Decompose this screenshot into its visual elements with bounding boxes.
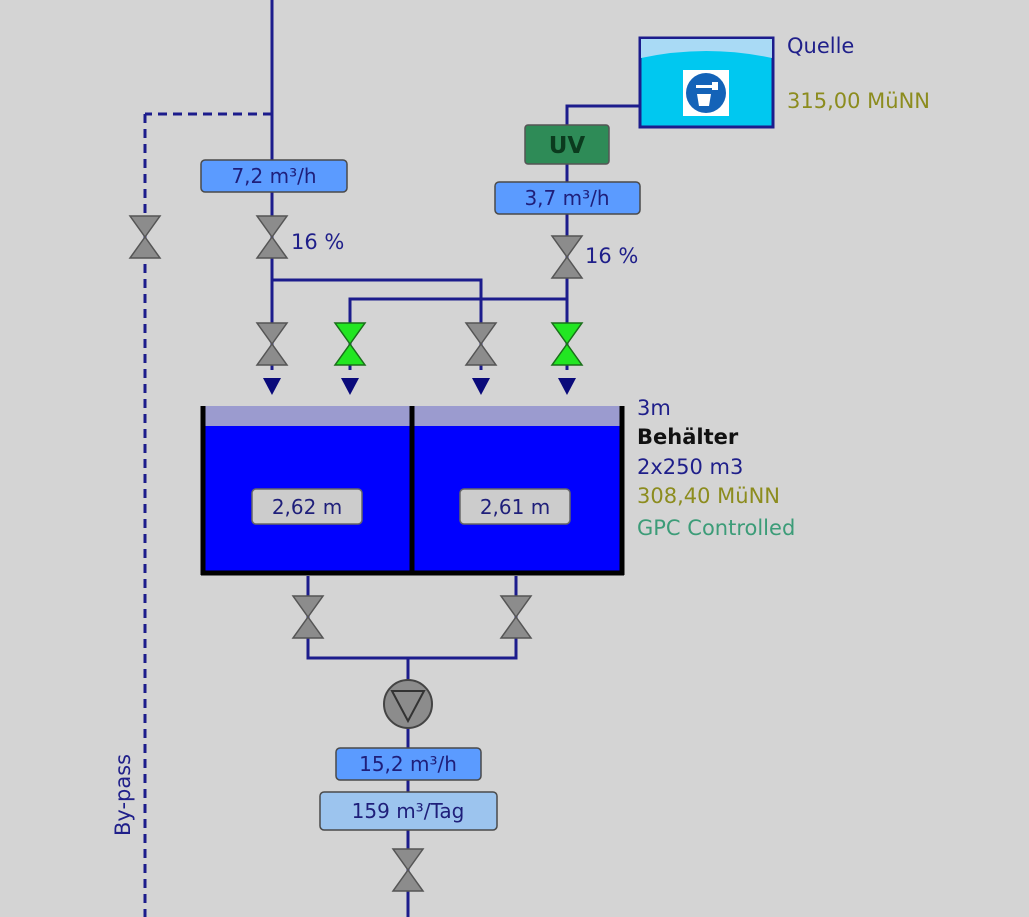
valve-outlet-left[interactable] xyxy=(291,595,325,639)
valve-right-control[interactable] xyxy=(550,235,584,279)
bypass-valve[interactable] xyxy=(128,215,162,259)
flow-box-outlet[interactable]: 15,2 m³/h xyxy=(335,747,482,781)
source-label: Quelle xyxy=(787,34,854,58)
valve-left-control[interactable] xyxy=(255,215,289,259)
uv-unit[interactable]: UV xyxy=(524,124,610,165)
pipe-right-header xyxy=(348,297,567,370)
tank-elevation: 308,40 MüNN xyxy=(637,484,780,508)
tank-height: 3m xyxy=(637,396,671,420)
uv-label: UV xyxy=(549,133,586,159)
flow-inlet-right-value: 3,7 m³/h xyxy=(524,186,609,210)
chamber-right-level: 2,61 m xyxy=(480,495,550,519)
pipe-left-header xyxy=(272,278,483,370)
tank-capacity: 2x250 m3 xyxy=(637,455,743,479)
flow-inlet-left-value: 7,2 m³/h xyxy=(231,164,316,188)
inlet-arrow-3 xyxy=(472,378,490,395)
valve-inlet-1[interactable] xyxy=(255,322,289,366)
water-tap-icon-badge xyxy=(686,73,726,113)
tank-control-mode: GPC Controlled xyxy=(637,516,795,540)
inlet-arrow-2 xyxy=(341,378,359,395)
bypass-label: By-pass xyxy=(111,754,135,836)
valve-inlet-2[interactable] xyxy=(333,322,367,366)
chamber-left-level-box[interactable]: 2,62 m xyxy=(251,488,363,525)
pump[interactable] xyxy=(383,679,433,729)
pipe-outlet-collector xyxy=(306,576,518,660)
flow-outlet-value: 15,2 m³/h xyxy=(359,752,457,776)
source-reservoir[interactable] xyxy=(638,36,775,129)
chamber-right-level-box[interactable]: 2,61 m xyxy=(459,488,571,525)
valve-inlet-3[interactable] xyxy=(464,322,498,366)
valve-outlet-right[interactable] xyxy=(499,595,533,639)
pump-icon xyxy=(390,690,426,724)
source-elevation: 315,00 MüNN xyxy=(787,89,930,113)
flow-box-inlet-right[interactable]: 3,7 m³/h xyxy=(494,181,641,215)
pipe-source-uv xyxy=(565,104,640,125)
tank-title: Behälter xyxy=(637,425,739,449)
flow-box-inlet-left[interactable]: 7,2 m³/h xyxy=(200,159,348,193)
flow-box-outlet-daily[interactable]: 159 m³/Tag xyxy=(319,791,498,831)
valve-right-opening: 16 % xyxy=(585,244,638,268)
valve-left-opening: 16 % xyxy=(291,230,344,254)
chamber-left-level: 2,62 m xyxy=(272,495,342,519)
valve-inlet-4[interactable] xyxy=(550,322,584,366)
valve-outlet-main[interactable] xyxy=(391,848,425,892)
inlet-arrow-1 xyxy=(263,378,281,395)
inlet-arrow-4 xyxy=(558,378,576,395)
flow-outlet-daily-value: 159 m³/Tag xyxy=(352,799,465,823)
